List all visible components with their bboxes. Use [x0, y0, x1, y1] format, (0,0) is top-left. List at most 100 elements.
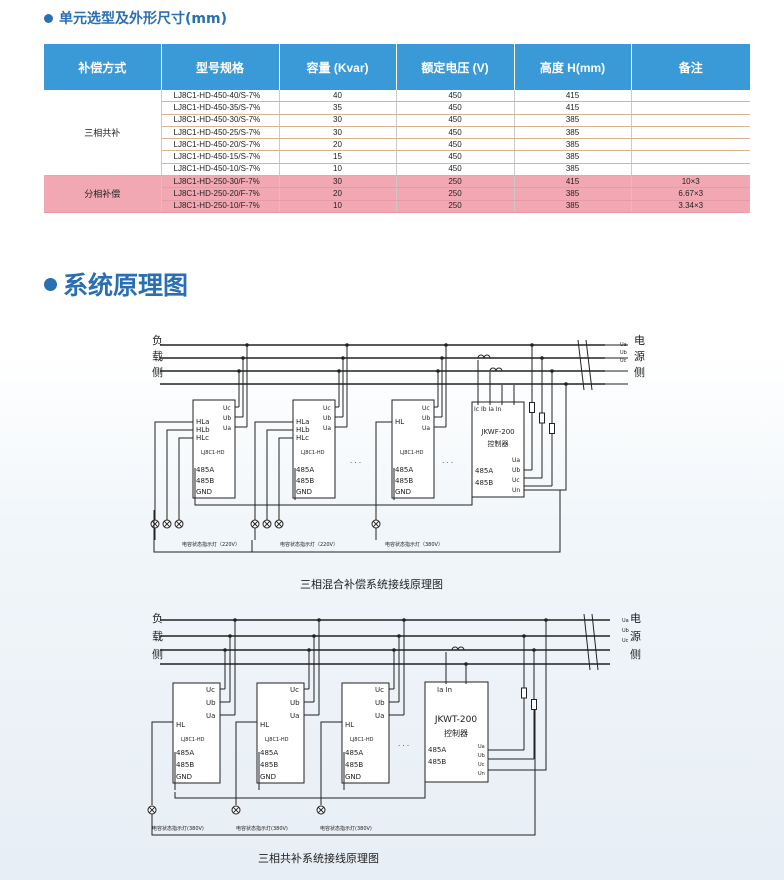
controller-input-label: Un [478, 771, 485, 777]
unit-hl-label: HL [395, 418, 404, 426]
load-side-label: 载 [152, 630, 163, 643]
ellipsis: · · · [350, 459, 361, 467]
height-cell: 415 [514, 175, 632, 189]
controller-input-label: Uc [512, 477, 520, 484]
controller-name: JKWT-200 [434, 715, 478, 725]
wire [232, 806, 240, 814]
junction-dot [307, 648, 311, 652]
unit-hl-label: HLc [296, 434, 309, 442]
unit-terminal-label: Ub [323, 415, 331, 422]
capacity-cell: 30 [279, 126, 397, 140]
unit-terminal-label: Ua [422, 425, 430, 432]
note-cell [631, 138, 750, 152]
height-cell: 385 [514, 187, 632, 201]
table-row: LJ8C1-HD-450-30/S-7% 30 450 385 [44, 114, 750, 127]
unit-hl-label: HLb [296, 426, 310, 434]
wire [577, 339, 585, 391]
fuse-icon [539, 412, 545, 424]
wire [148, 806, 156, 814]
junction-dot [444, 343, 448, 347]
unit-hl-label: HLa [296, 418, 309, 426]
junction-dot [245, 343, 249, 347]
unit-terminal-label: Ub [422, 415, 430, 422]
capacitor-unit [292, 399, 336, 499]
table-header-row: 补偿方式 型号规格 容量 (Kvar) 额定电压 (V) 高度 H(mm) 备注 [44, 44, 750, 90]
model-cell: LJ8C1-HD-250-20/F-7% [161, 187, 280, 201]
wire [317, 806, 325, 814]
table-row: 分相补偿 LJ8C1-HD-250-30/F-7% 30 250 415 10×… [44, 175, 750, 213]
model-cell: LJ8C1-HD-450-40/S-7% [161, 90, 280, 103]
capacity-cell: 10 [279, 200, 397, 213]
note-cell [631, 163, 750, 177]
wire [583, 613, 591, 671]
unit-port-label: 485B [196, 477, 214, 485]
unit-terminal-label: Uc [375, 686, 384, 694]
unit-hl-label: HL [260, 721, 269, 729]
unit-port-label: 485A [196, 466, 214, 474]
source-side-label: 源 [630, 629, 641, 643]
unit-hl-label: HLc [196, 434, 209, 442]
col-header: 型号规格 [161, 44, 280, 90]
source-side-label: 源 [634, 349, 645, 363]
wire [178, 437, 193, 520]
height-cell: 385 [514, 200, 632, 213]
controller-input-label: Ua [512, 457, 520, 464]
wire [194, 480, 473, 506]
capacity-cell: 20 [279, 187, 397, 201]
wire [166, 429, 193, 520]
col-header: 高度 H(mm) [514, 44, 632, 90]
voltage-cell: 450 [396, 114, 515, 127]
unit-terminal-label: Ua [323, 425, 331, 432]
unit-model-label: LJ8C1-HD [350, 737, 374, 743]
unit-hl-label: HLb [196, 426, 210, 434]
capacitor-unit [172, 682, 221, 784]
table-row: LJ8C1-HD-250-10/F-7% 10 250 385 3.34×3 [44, 200, 750, 213]
unit-terminal-label: Uc [323, 405, 331, 412]
controller-top-label: Ia In [437, 686, 452, 694]
unit-model-label: LJ8C1-HD [201, 450, 225, 456]
controller-input-label: Uc [478, 762, 485, 768]
junction-dot [436, 369, 440, 373]
capacitor-unit [341, 682, 390, 784]
phase-label: Ua [622, 618, 629, 624]
wire [151, 721, 173, 805]
unit-hl-label: HL [345, 721, 354, 729]
junction-dot [544, 618, 548, 622]
load-side-label: 侧 [152, 648, 163, 661]
controller-box [471, 401, 525, 498]
unit-hl-label: HLa [196, 418, 209, 426]
section-title-schematic: 系统原理图 [44, 266, 188, 302]
ellipsis: · · · [398, 742, 409, 750]
source-side-label: 电 [634, 334, 645, 347]
junction-dot [228, 634, 232, 638]
unit-terminal-label: Ua [223, 425, 231, 432]
source-side-label: 侧 [634, 366, 645, 379]
unit-terminal-label: Uc [206, 686, 215, 694]
controller-sub: 控制器 [444, 728, 468, 738]
model-cell: LJ8C1-HD-450-30/S-7% [161, 114, 280, 127]
junction-dot [464, 662, 468, 666]
controller-port-label: 485B [428, 758, 446, 766]
note-cell: 3.34×3 [631, 200, 750, 213]
wire [278, 437, 293, 520]
model-cell: LJ8C1-HD-250-10/F-7% [161, 200, 280, 213]
wire [275, 520, 283, 528]
controller-input-label: Ub [512, 467, 520, 474]
wire [266, 429, 293, 520]
voltage-cell: 450 [396, 90, 515, 103]
note-cell [631, 126, 750, 140]
wire [251, 520, 259, 528]
phase-label: Ua [620, 342, 627, 348]
lamp-label: 电容状态指示灯（220V） [280, 541, 338, 548]
note-cell: 10×3 [631, 175, 750, 189]
load-side-label: 载 [152, 350, 163, 363]
unit-terminal-label: Uc [290, 686, 299, 694]
wire [235, 721, 257, 805]
height-cell: 385 [514, 150, 632, 164]
height-cell: 385 [514, 114, 632, 127]
wire [320, 721, 342, 805]
unit-port-label: GND [345, 773, 361, 781]
unit-port-label: GND [296, 488, 312, 496]
unit-terminal-label: Ub [206, 699, 216, 707]
